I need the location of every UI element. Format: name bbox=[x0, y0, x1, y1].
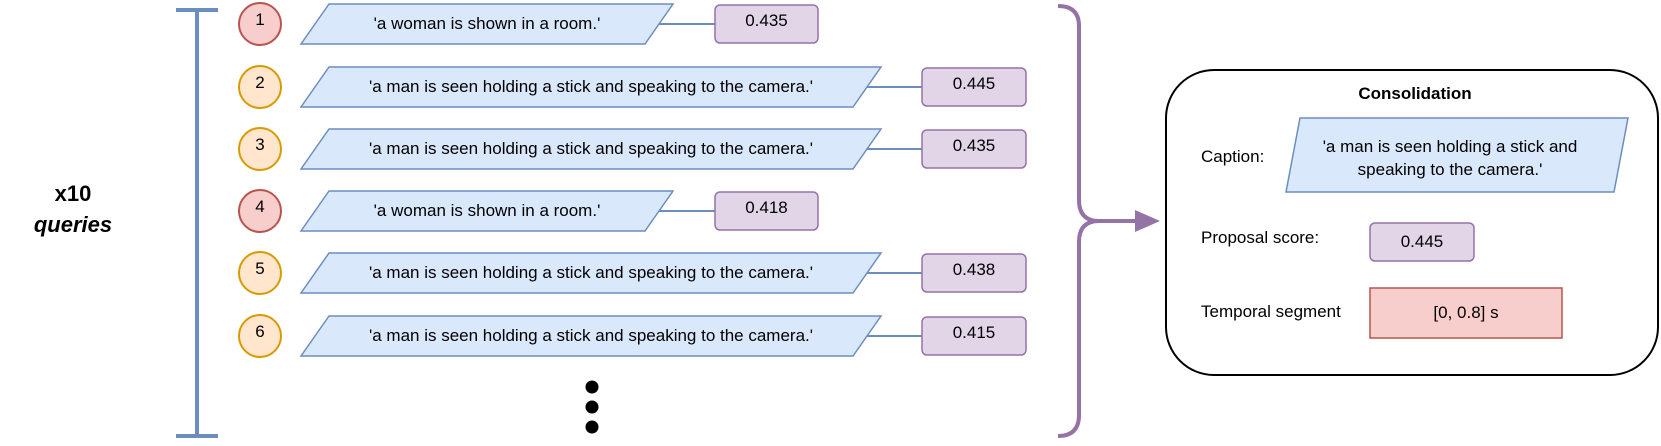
query-score-box bbox=[921, 129, 1027, 169]
curly-brace-icon bbox=[1057, 4, 1100, 438]
query-number-circle bbox=[238, 2, 282, 46]
query-score: 0.438 bbox=[952, 260, 996, 279]
query-caption-shape bbox=[299, 128, 883, 170]
query-score: 0.418 bbox=[745, 198, 788, 217]
query-score-box bbox=[921, 67, 1027, 107]
query-caption-shape bbox=[299, 252, 883, 294]
query-score: 0.445 bbox=[952, 74, 996, 93]
query-caption-shape bbox=[299, 190, 675, 232]
caption-label: Caption: bbox=[1201, 147, 1265, 166]
query-score-box bbox=[921, 253, 1027, 293]
query-number-circle bbox=[238, 127, 282, 171]
consolidation-title: Consolidation bbox=[1358, 84, 1472, 103]
query-caption: 'a man is seen holding a stick and speak… bbox=[368, 139, 814, 158]
temporal-segment-box bbox=[1369, 287, 1563, 339]
query-number: 5 bbox=[255, 259, 265, 278]
query-score: 0.435 bbox=[952, 136, 996, 155]
temporal-segment-value: [0, 0.8] s bbox=[1433, 303, 1499, 322]
query-count-label: x10 bbox=[54, 181, 92, 206]
query-caption: 'a man is seen holding a stick and speak… bbox=[368, 77, 814, 96]
query-score-box bbox=[714, 4, 819, 44]
query-caption-shape bbox=[299, 66, 883, 108]
query-range-bracket bbox=[176, 8, 218, 438]
query-number: 3 bbox=[255, 135, 265, 154]
consolidation-caption-shape bbox=[1285, 117, 1629, 193]
query-number: 6 bbox=[255, 322, 265, 341]
proposal-score-label: Proposal score: bbox=[1201, 228, 1320, 247]
query-caption: 'a woman is shown in a room.' bbox=[373, 14, 601, 33]
consolidation-caption-text: 'a man is seen holding a stick and speak… bbox=[1322, 137, 1578, 179]
query-number-circle bbox=[238, 314, 282, 358]
queries-label: queries bbox=[33, 212, 113, 237]
query-score: 0.435 bbox=[745, 11, 788, 30]
query-number-circle bbox=[238, 189, 282, 233]
query-number-circle bbox=[238, 251, 282, 295]
query-number: 1 bbox=[255, 10, 265, 29]
query-number-circle bbox=[238, 65, 282, 109]
arrow-right-icon bbox=[1099, 210, 1160, 232]
ellipsis-vertical-icon bbox=[585, 380, 599, 434]
query-number: 2 bbox=[255, 73, 265, 92]
query-caption-shape bbox=[299, 315, 883, 357]
query-caption-shape bbox=[299, 3, 675, 45]
proposal-score-box bbox=[1369, 222, 1475, 262]
query-score-box bbox=[921, 316, 1027, 356]
query-caption: 'a man is seen holding a stick and speak… bbox=[368, 263, 814, 282]
temporal-segment-label: Temporal segment bbox=[1201, 302, 1341, 321]
query-score-box bbox=[714, 191, 819, 231]
query-score: 0.415 bbox=[952, 323, 996, 342]
proposal-score-value: 0.445 bbox=[1400, 232, 1444, 251]
query-caption: 'a man is seen holding a stick and speak… bbox=[368, 326, 814, 345]
query-number: 4 bbox=[255, 197, 265, 216]
query-caption: 'a woman is shown in a room.' bbox=[373, 201, 601, 220]
